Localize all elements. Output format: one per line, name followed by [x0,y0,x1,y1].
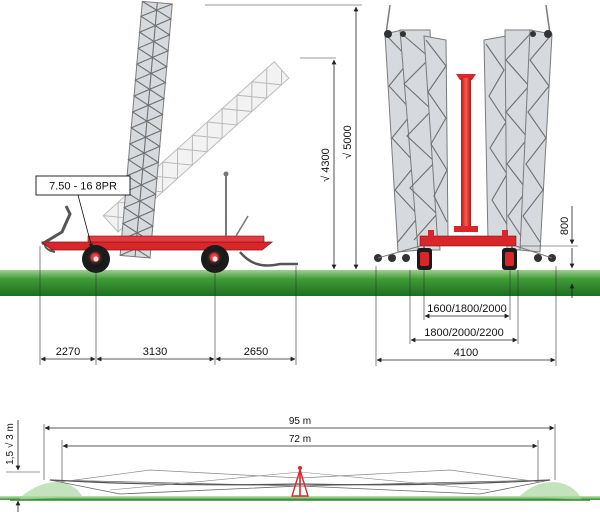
boom-front-view: 95 m 72 m 1,5 √ 3 m [0,416,600,512]
dim-2270: 2270 [56,346,80,358]
dim-2650: 2650 [244,346,268,358]
working-width-dim: 72 m [289,434,311,445]
dim-3130: 3130 [143,346,167,358]
tire-label-box [35,175,131,196]
height-max-dim: √ 5000 [342,125,354,159]
total-width-dim: 95 m [289,416,311,427]
rear-right-boom [483,4,553,253]
height-folded-dim: √ 4300 [320,148,332,182]
clearance-dim: 800 [559,217,571,235]
tire-label: 7.50 - 16 8PR [49,181,117,193]
track-outer-dim: 1800/2000/2200 [424,327,504,339]
boom-height-dim: 1,5 √ 3 m [4,423,16,465]
front-wheel [82,245,110,273]
boom-left-wing [49,479,301,495]
track-inner-dim: 1600/1800/2000 [427,303,507,315]
rear-wheel [201,245,229,273]
width-dim: 4100 [454,347,478,359]
ground [0,270,600,296]
drawbar [41,205,72,246]
side-view: 7.50 - 16 8PR √ 4300 √ 5000 2270 3130 26… [35,0,362,365]
rear-view: 800 1600/1800/2000 1800/2000/2200 4100 [374,4,578,366]
chassis-frame [40,241,274,251]
rear-left-boom [384,4,449,253]
boom-raised [119,0,173,259]
boom-right-wing [299,479,551,495]
